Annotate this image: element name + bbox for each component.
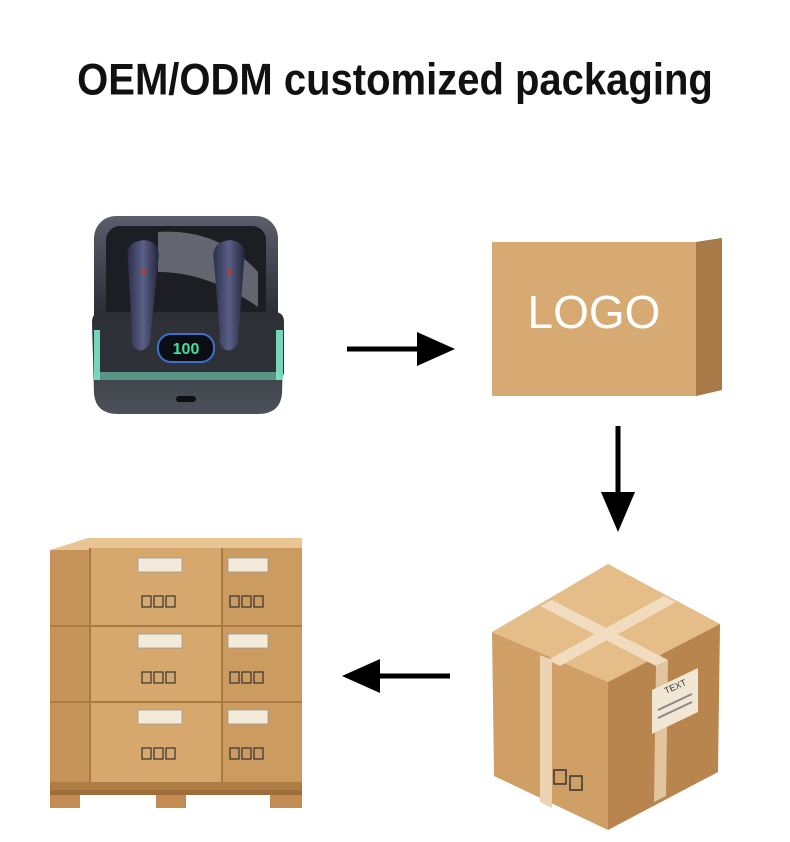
arrow-left-icon bbox=[342, 659, 450, 693]
battery-display: 100 bbox=[173, 341, 200, 358]
page-title: OEM/ODM customized packaging bbox=[77, 55, 713, 105]
arrow-right-icon bbox=[347, 332, 455, 366]
arrow-down-icon bbox=[601, 426, 635, 532]
earbuds-charging-case-icon: 100 bbox=[92, 216, 284, 414]
palletized-cartons-icon bbox=[50, 538, 302, 808]
product-box-icon: LOGO bbox=[492, 238, 722, 396]
shipping-carton-icon: TEXT bbox=[492, 564, 720, 830]
box-logo-label: LOGO bbox=[528, 286, 661, 338]
